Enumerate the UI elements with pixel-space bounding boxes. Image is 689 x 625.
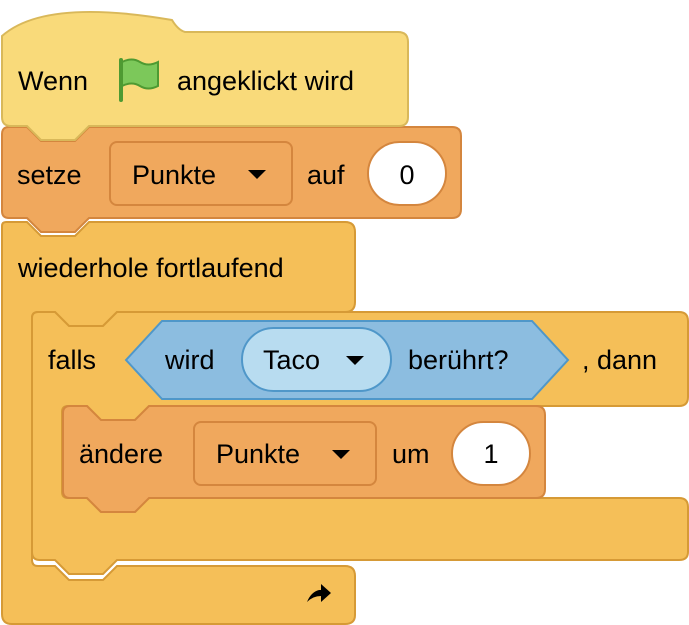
change-value: 1 [483,439,498,469]
when-flag-clicked-block[interactable]: Wenn angeklickt wird [1,10,409,141]
set-variable-block[interactable]: setze Punkte auf 0 [1,126,462,233]
set-variable-dropdown[interactable]: Punkte [109,141,293,206]
set-value: 0 [399,160,414,190]
green-flag-icon [119,58,159,102]
hat-label-after: angeklickt wird [177,66,354,96]
change-variable-value: Punkte [216,439,300,469]
touching-object-value: Taco [263,345,320,375]
if-label: falls [48,345,96,375]
touching-question-label: berührt? [408,345,509,375]
change-variable-dropdown[interactable]: Punkte [193,421,377,486]
hat-label-before: Wenn [18,66,88,96]
change-value-input[interactable]: 1 [451,421,531,486]
dropdown-arrow-icon [332,450,350,459]
set-label: setze [17,160,82,190]
set-value-input[interactable]: 0 [367,141,447,206]
if-then-label: , dann [582,345,657,375]
dropdown-arrow-icon [346,356,364,365]
set-variable-value: Punkte [132,160,216,190]
set-to-label: auf [307,160,345,190]
forever-block[interactable]: wiederhole fortlaufend [1,221,356,625]
loop-arrow-icon [307,584,331,602]
change-by-label: um [392,439,430,469]
forever-label: wiederhole fortlaufend [17,253,284,283]
touching-label: wird [164,345,215,375]
touching-object-dropdown[interactable]: Taco [241,327,392,392]
change-variable-block[interactable]: ändere Punkte um 1 [62,405,546,513]
change-label: ändere [79,439,163,469]
dropdown-arrow-icon [248,170,266,179]
touching-block[interactable]: wird Taco berührt? [124,320,570,400]
